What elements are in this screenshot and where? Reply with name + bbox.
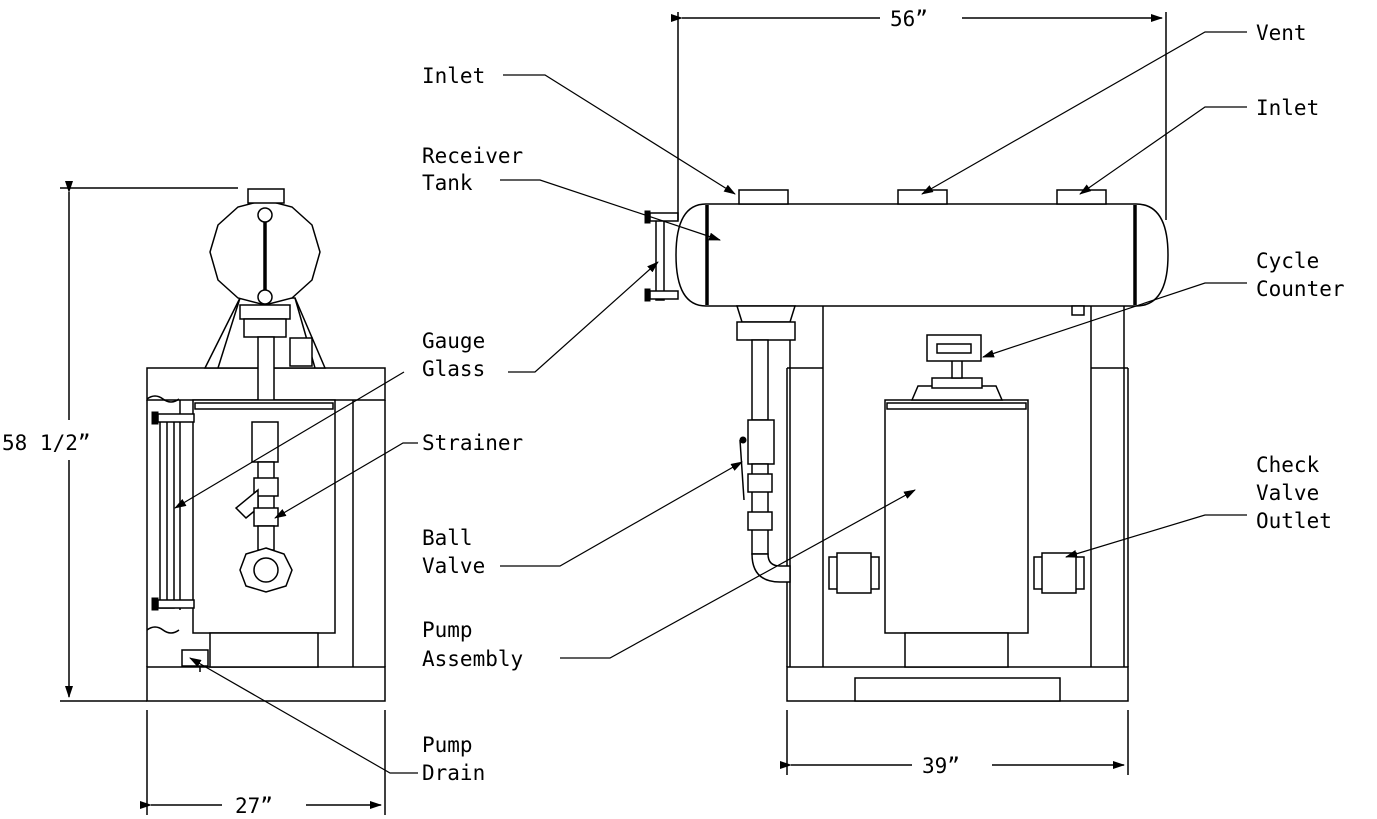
label-glass: Glass bbox=[422, 357, 485, 381]
label-gauge: Gauge bbox=[422, 329, 485, 353]
leaders bbox=[174, 31, 1247, 774]
left-width-dimension: 27” bbox=[140, 710, 386, 818]
label-valve-ball: Valve bbox=[422, 554, 485, 578]
front-view bbox=[644, 189, 1169, 702]
label-outlet: Outlet bbox=[1256, 509, 1332, 533]
label-inlet-right: Inlet bbox=[1256, 96, 1319, 120]
label-tank: Tank bbox=[422, 171, 473, 195]
right-width-label: 39” bbox=[922, 754, 960, 778]
label-ball: Ball bbox=[422, 526, 473, 550]
label-vent: Vent bbox=[1256, 21, 1307, 45]
label-valve-check: Valve bbox=[1256, 481, 1319, 505]
right-width-dimension: 39” bbox=[780, 710, 1129, 778]
left-width-label: 27” bbox=[235, 794, 273, 818]
label-cycle: Cycle bbox=[1256, 249, 1319, 273]
label-inlet-left: Inlet bbox=[422, 64, 485, 88]
label-pump: Pump bbox=[422, 618, 473, 642]
label-check: Check bbox=[1256, 453, 1320, 477]
height-dimension: 58 1/2” bbox=[2, 181, 238, 702]
side-view bbox=[146, 188, 386, 702]
labels: Inlet Vent Inlet Receiver Tank Cycle Cou… bbox=[422, 21, 1345, 785]
length-dimension: 56” bbox=[671, 7, 1167, 220]
label-counter: Counter bbox=[1256, 277, 1345, 301]
pump-body-front bbox=[884, 399, 1029, 634]
length-dimension-label: 56” bbox=[890, 7, 928, 31]
receiver-tank bbox=[675, 203, 1169, 307]
label-pump-drain-2: Drain bbox=[422, 761, 485, 785]
label-strainer: Strainer bbox=[422, 431, 523, 455]
label-pump-drain-1: Pump bbox=[422, 733, 473, 757]
height-dimension-label: 58 1/2” bbox=[2, 431, 91, 455]
label-receiver: Receiver bbox=[422, 144, 523, 168]
label-assembly: Assembly bbox=[422, 647, 523, 671]
